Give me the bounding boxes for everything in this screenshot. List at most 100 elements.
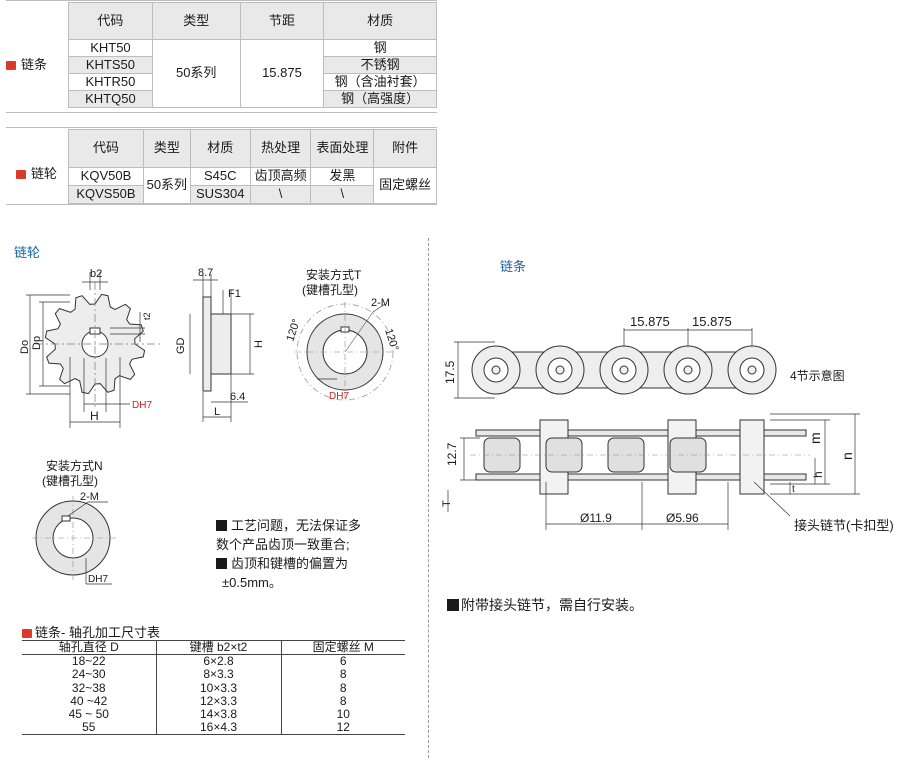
- note-line: 工艺问题，无法保证多: [216, 516, 361, 535]
- col-material: 材质: [189, 129, 251, 168]
- col-code: 代码: [68, 2, 153, 40]
- sprocket-front-drawing: b2 Do Dp H DH7 t2: [19, 268, 160, 428]
- col-keyway: 键槽 b2×t2: [155, 639, 282, 656]
- chain-dim-h: h: [811, 471, 825, 478]
- joint-link-label: 接头链节(卡扣型): [794, 518, 894, 533]
- dim-6-4: 6.4: [230, 391, 245, 403]
- sprocket-surface: \: [310, 185, 375, 204]
- sprocket-label-text: 链轮: [31, 166, 58, 181]
- chain-material: 不锈钢: [323, 56, 437, 74]
- table-cell: 6×2.8: [155, 654, 282, 669]
- chain-section-title: 链条: [500, 259, 527, 274]
- mount-n-m: 2-M: [80, 491, 99, 503]
- sprocket-heat: \: [249, 185, 312, 204]
- chain-pitch-2: 15.875: [692, 314, 732, 329]
- sprocket-surface: 发黑: [310, 167, 375, 186]
- col-material: 材质: [323, 2, 437, 40]
- chain-pin: [619, 365, 629, 375]
- chain-pitch-1: 15.875: [630, 314, 670, 329]
- sprocket-code: KQV50B: [68, 167, 144, 186]
- mount-n-title: 安装方式N: [46, 459, 103, 473]
- table-divider: [6, 0, 437, 1]
- joint-link-plate: [739, 419, 765, 495]
- chain-code: KHT50: [68, 39, 153, 57]
- chain-code: KHTQ50: [68, 90, 153, 108]
- chain-width-12-7: 12.7: [445, 442, 459, 466]
- dim-hh: H: [253, 340, 265, 348]
- col-surface: 表面处理: [310, 129, 375, 168]
- col-bore: 轴孔直径 D: [22, 639, 157, 656]
- col-heat: 热处理: [249, 129, 312, 168]
- note-line: 数个产品齿顶一致重合;: [216, 535, 361, 554]
- sprocket-material: S45C: [189, 167, 251, 186]
- table-cell: 16×4.3: [155, 721, 282, 736]
- table-cell: 55: [22, 721, 157, 736]
- sprocket-attachment: 固定螺丝: [373, 167, 437, 204]
- chain-material: 钢（高强度）: [323, 90, 437, 108]
- chain-note: 附带接头链节，需自行安装。: [447, 595, 643, 615]
- dim-h: H: [90, 409, 99, 423]
- note-text: 数个产品齿顶一致重合;: [216, 537, 350, 552]
- table-cell: 32~38: [22, 681, 157, 695]
- table-cell: 12×3.3: [155, 694, 282, 708]
- chain-dim-11-9: Ø11.9: [580, 511, 612, 525]
- table-cell: 40 ~42: [22, 694, 157, 708]
- dim-b2: b2: [90, 268, 102, 280]
- chain-dim-5-96: Ø5.96: [666, 511, 699, 525]
- table-cell: 6: [280, 654, 405, 669]
- sprocket-section-title: 链轮: [14, 245, 41, 260]
- table-cell: 8: [280, 694, 405, 708]
- chain-code: KHTR50: [68, 73, 153, 91]
- chain-note-text: 附带接头链节，需自行安装。: [461, 597, 643, 613]
- note-line: ±0.5mm。: [216, 573, 361, 592]
- red-square-icon: [22, 629, 32, 639]
- mount-n-subtitle: (键槽孔型): [42, 474, 98, 488]
- col-type: 类型: [142, 129, 191, 168]
- sprocket-heat: 齿顶高频: [249, 167, 312, 186]
- outer-plate-top: [475, 429, 807, 437]
- table-cell: 18~22: [22, 654, 157, 669]
- black-square-icon: [216, 558, 227, 569]
- table-cell: 10×3.3: [155, 681, 282, 695]
- sprocket-notes: 工艺问题，无法保证多 数个产品齿顶一致重合; 齿顶和键槽的偏置为 ±0.5mm。: [216, 516, 361, 592]
- table-cell: 8: [280, 668, 405, 682]
- chain-top-view: 15.875 15.875 17.5 4节示意图: [443, 314, 845, 399]
- col-type: 类型: [151, 2, 241, 40]
- dim-do: Do: [19, 340, 31, 354]
- shaft-title-text: 链条- 轴孔加工尺寸表: [35, 625, 160, 640]
- col-code: 代码: [68, 129, 144, 168]
- dim-l: L: [214, 406, 220, 418]
- table-cell: 8×3.3: [155, 668, 282, 682]
- note-text: 工艺问题，无法保证多: [231, 518, 362, 533]
- chain-type: 50系列: [151, 39, 241, 108]
- chain-pin: [683, 365, 693, 375]
- chain-height: 17.5: [443, 360, 457, 384]
- chain-label-text: 链条: [21, 57, 48, 72]
- table-cell: 12: [280, 721, 405, 736]
- chain-material: 钢: [323, 39, 437, 57]
- sprocket-hub: [210, 313, 232, 375]
- col-attachment: 附件: [373, 129, 437, 168]
- note-text: ±0.5mm。: [222, 575, 282, 590]
- mount-t-dh7: DH7: [329, 391, 349, 402]
- sprocket-side-drawing: 8.7 F1 GD H 6.4 L: [175, 267, 265, 422]
- chain-pin: [555, 365, 565, 375]
- dim-t2: t2: [142, 312, 152, 320]
- col-screw: 固定螺丝 M: [280, 639, 405, 656]
- red-square-icon: [16, 170, 26, 180]
- chain-material: 钢（含油衬套）: [323, 73, 437, 91]
- table-divider: [6, 204, 437, 205]
- note-text: 齿顶和键槽的偏置为: [231, 556, 349, 571]
- section-divider: [428, 238, 429, 758]
- dim-f1: F1: [228, 288, 241, 300]
- mount-t-drawing: 2-M 120° 120° DH7: [285, 297, 401, 402]
- chain-caption: 4节示意图: [790, 368, 845, 383]
- mount-n-dh7: DH7: [88, 574, 108, 585]
- sprocket-spec-table: 代码 类型 材质 热处理 表面处理 附件 KQV50B 50系列 S45C 齿顶…: [68, 129, 437, 204]
- chain-code: KHTS50: [68, 56, 153, 74]
- chain-spec-table: 代码 类型 节距 材质 KHT50 50系列 15.875 钢 KHTS50 不…: [68, 2, 437, 108]
